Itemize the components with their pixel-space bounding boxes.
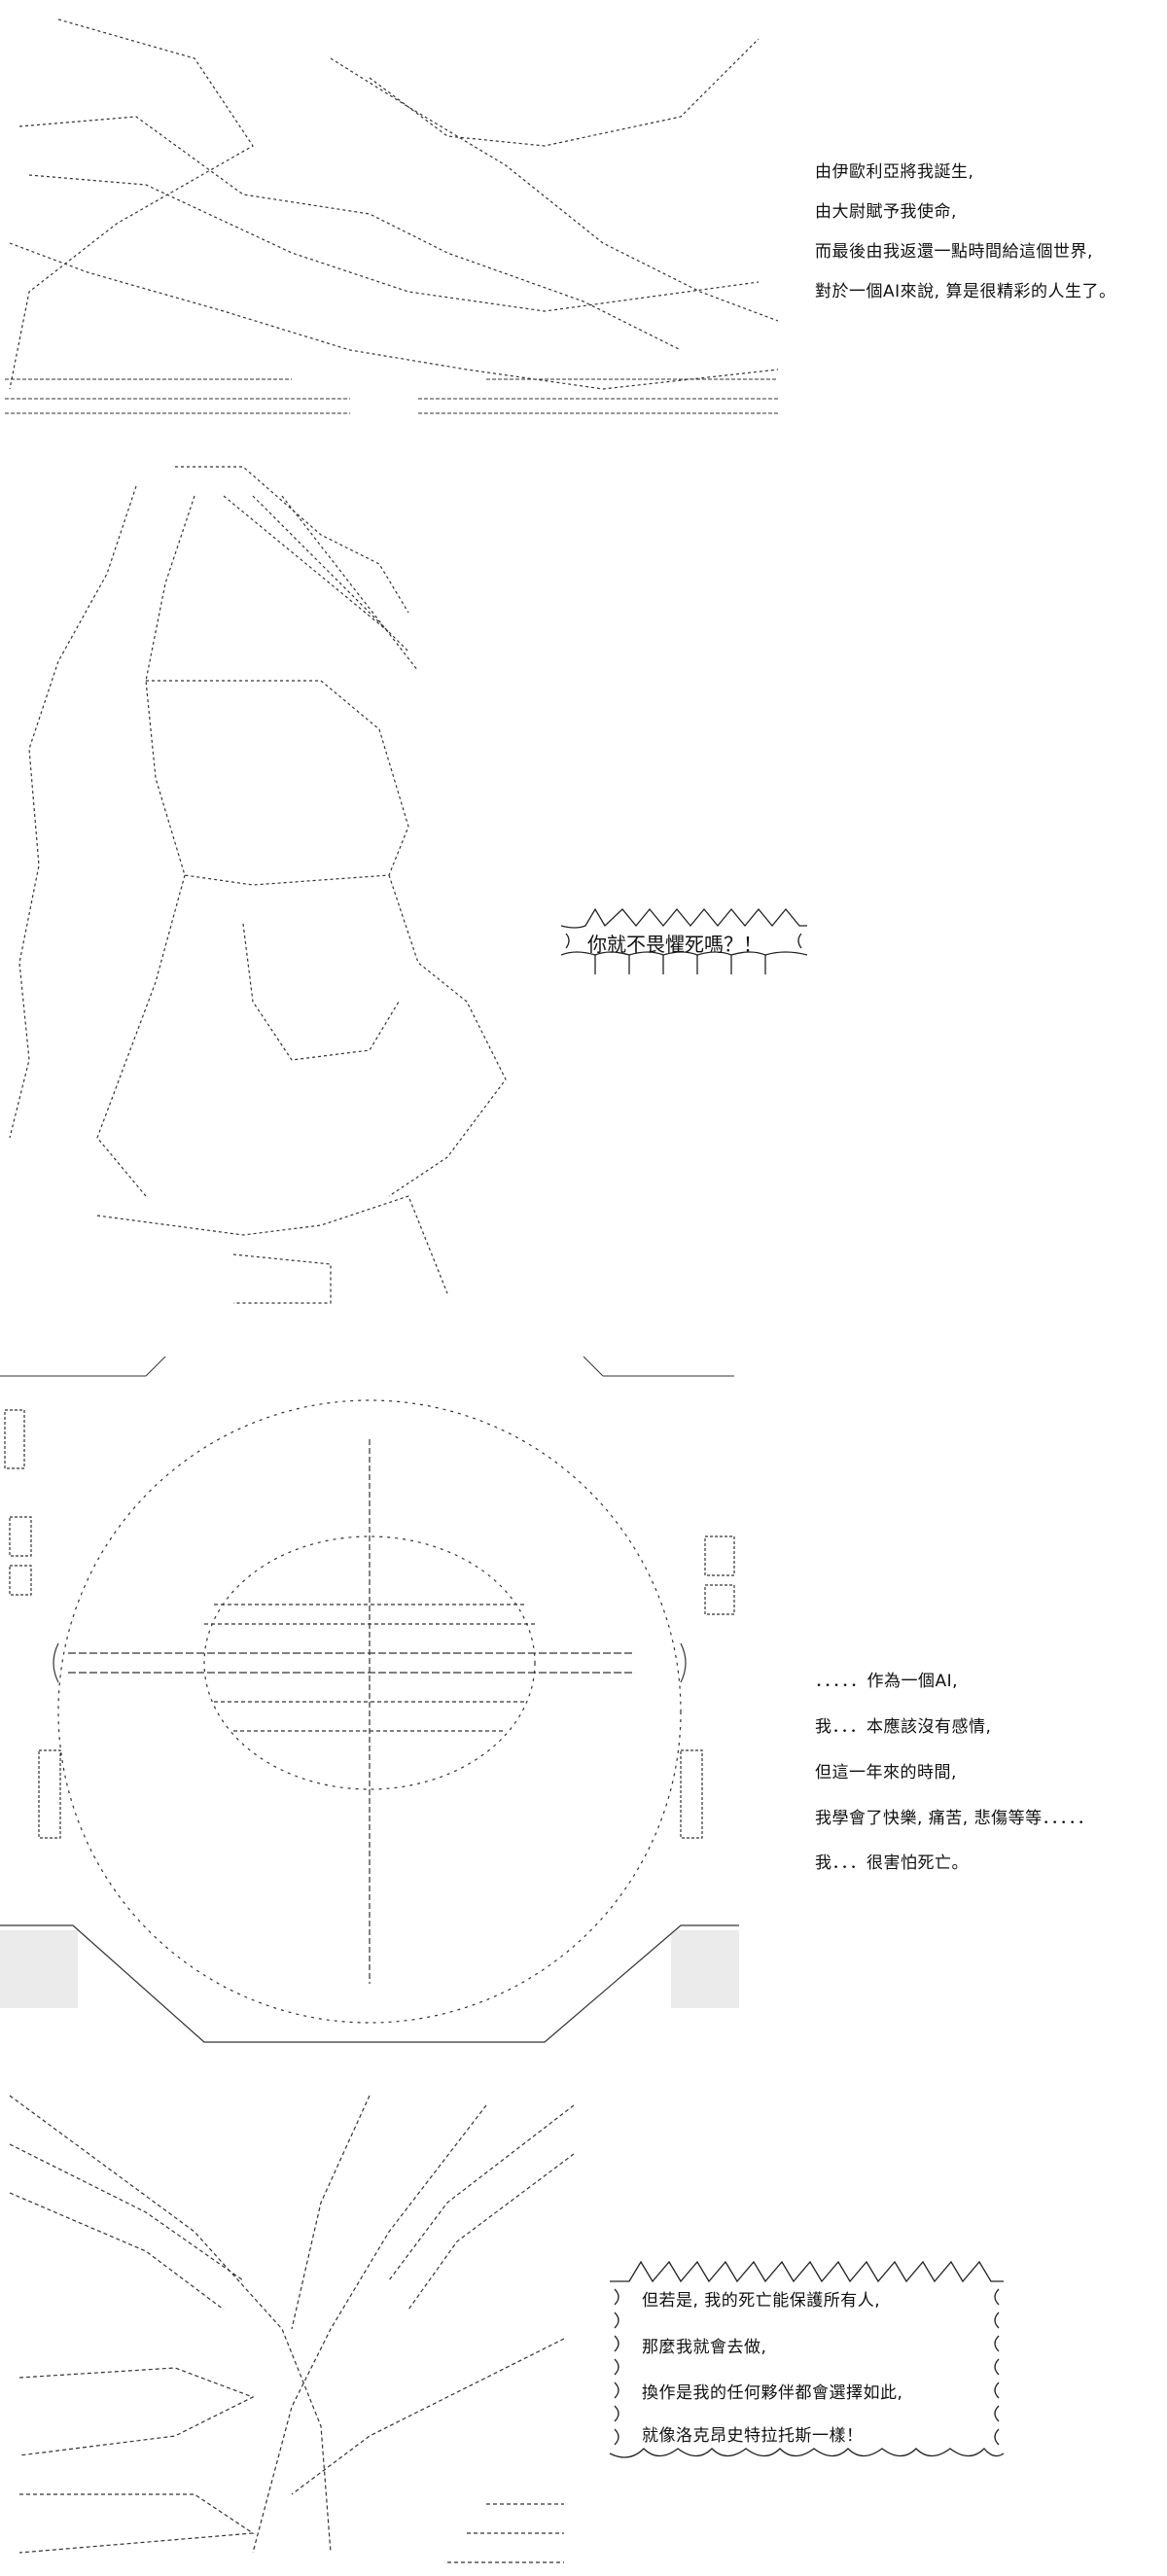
narration-line: 對於一個AI來說, 算是很精彩的人生了。 <box>815 282 1116 301</box>
monologue-line: 我．．．本應該沒有感情, <box>815 1717 992 1737</box>
monologue-line: ．．．．．作為一個AI, <box>815 1672 959 1691</box>
panel4-speech-bubble: 但若是, 我的死亡能保護所有人, 那麼我就會去做, 換作是我的任何夥伴都會選擇如… <box>605 2254 1008 2468</box>
panel4-ascii-art <box>9 2095 575 2563</box>
narration-line: 由伊歐利亞將我誕生, <box>815 162 974 182</box>
panel2-shout-bubble: 你就不畏懼死嗎？！ <box>556 904 811 982</box>
narration-line: 由大尉賦予我使命, <box>815 202 957 222</box>
monologue-line: 但這一年來的時間, <box>815 1763 957 1782</box>
panel1-ascii-art <box>5 18 779 414</box>
narration-line: 而最後由我返還一點時間給這個世界, <box>815 242 1093 262</box>
panel2-ascii-character <box>0 466 734 1377</box>
shout-text: 你就不畏懼死嗎？！ <box>587 933 762 956</box>
monologue-line: 我學會了快樂, 痛苦, 悲傷等等．．．．． <box>815 1809 1095 1828</box>
bubble-scallop-border <box>609 2260 1005 2458</box>
speech-line: 那麼我就會去做, <box>642 2338 767 2357</box>
bubble-scallop-border <box>560 907 808 974</box>
monologue-line: 我．．．很害怕死亡。 <box>815 1853 969 1873</box>
speech-line: 換作是我的任何夥伴都會選擇如此, <box>642 2383 903 2403</box>
panel3-ascii-scope-art <box>0 1399 739 2043</box>
speech-line: 就像洛克昂史特拉托斯一樣！ <box>642 2426 864 2446</box>
speech-line: 但若是, 我的死亡能保護所有人, <box>642 2291 881 2311</box>
